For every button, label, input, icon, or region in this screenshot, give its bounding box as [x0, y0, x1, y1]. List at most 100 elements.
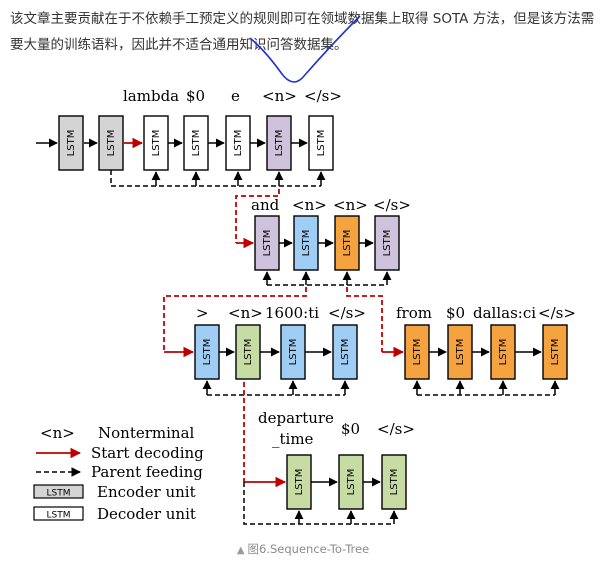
lstm-cell: LSTM	[542, 324, 568, 380]
body-paragraph: 该文章主要贡献在于不依赖手工预定义的规则即可在领域数据集上取得 SOTA 方法，…	[10, 11, 595, 53]
svg-text:LSTM: LSTM	[412, 339, 423, 366]
row1-token-lambda: lambda	[123, 87, 179, 105]
decoder-lstm-cell: LSTM	[308, 115, 334, 171]
row4-tokens: departure _time $0 </s>	[258, 409, 415, 448]
svg-text:LSTM: LSTM	[47, 489, 71, 499]
nonterminal-lstm-cell: LSTM	[334, 215, 360, 271]
row4-cells: LSTM LSTM LSTM	[286, 454, 407, 510]
svg-text:LSTM: LSTM	[382, 230, 393, 257]
lstm-cell: LSTM	[332, 324, 358, 380]
svg-text:</s>: </s>	[538, 304, 576, 322]
svg-text:LSTM: LSTM	[274, 130, 285, 157]
row3-tokens: > <n> 1600:ti </s>	[196, 304, 366, 322]
lstm-cell: LSTM	[280, 324, 306, 380]
svg-text:from: from	[396, 304, 432, 322]
row1-token-e: e	[231, 87, 240, 105]
svg-text:LSTM: LSTM	[191, 130, 202, 157]
triangle-icon: ▲	[236, 545, 245, 556]
row3-start-connector	[163, 287, 307, 352]
lstm-cell: LSTM	[404, 324, 430, 380]
lstm-cell: LSTM	[447, 324, 473, 380]
row2-tokens: and <n> <n> </s>	[251, 196, 411, 214]
row4-parent-feeding	[243, 482, 399, 525]
row2-parent-feeding	[262, 271, 392, 286]
svg-text:LSTM: LSTM	[66, 130, 77, 157]
sequence-to-tree-figure: lambda $0 e <n> </s> LSTM LSTM LSTM LSTM…	[33, 15, 576, 525]
svg-text:1600:ti: 1600:ti	[265, 304, 319, 322]
row1-token-n: <n>	[262, 87, 297, 105]
svg-text:LSTM: LSTM	[342, 230, 353, 257]
legend-encoder-unit-icon	[33, 484, 84, 499]
legend-decoder-unit-icon	[33, 506, 84, 521]
row1-parent-feeding	[110, 170, 326, 187]
svg-text:LSTM: LSTM	[233, 130, 244, 157]
svg-text:$0: $0	[446, 304, 465, 322]
svg-text:LSTM: LSTM	[550, 339, 561, 366]
legend-parent-feeding-label: Parent feeding	[91, 463, 203, 481]
svg-text:departure: departure	[258, 409, 334, 427]
decoder-lstm-cell: LSTM	[143, 115, 169, 171]
svg-text:dallas:ci: dallas:ci	[473, 304, 536, 322]
row1-cells: LSTM LSTM LSTM LSTM LSTM LSTM LSTM	[58, 115, 334, 171]
row3b-cells: LSTM LSTM LSTM LSTM	[404, 324, 568, 380]
svg-text:LSTM: LSTM	[262, 230, 273, 257]
svg-text:_time: _time	[272, 430, 314, 448]
svg-text:<n>: <n>	[228, 304, 263, 322]
svg-text:LSTM: LSTM	[340, 339, 351, 366]
svg-text:LSTM: LSTM	[47, 511, 71, 521]
row3b-tokens: from $0 dallas:ci </s>	[396, 304, 576, 322]
row3b-start-connector	[346, 287, 383, 352]
svg-text:$0: $0	[341, 420, 360, 438]
svg-text:LSTM: LSTM	[301, 230, 312, 257]
lstm-cell: LSTM	[338, 454, 364, 510]
svg-text:>: >	[196, 304, 209, 322]
lstm-cell: LSTM	[194, 324, 220, 380]
svg-text:</s>: </s>	[328, 304, 366, 322]
encoder-lstm-cell: LSTM	[58, 115, 84, 171]
legend: <n> Nonterminal Start decoding Parent fe…	[33, 424, 204, 523]
row2-cells: LSTM LSTM LSTM LSTM	[254, 215, 400, 271]
legend-nonterminal-label: Nonterminal	[98, 424, 195, 442]
svg-text:LSTM: LSTM	[498, 339, 509, 366]
nonterminal-lstm-cell: LSTM	[374, 215, 400, 271]
legend-encoder-unit-label: Encoder unit	[97, 483, 196, 501]
svg-text:LSTM: LSTM	[389, 469, 400, 496]
nonterminal-lstm-cell: LSTM	[254, 215, 280, 271]
svg-text:</s>: </s>	[373, 196, 411, 214]
svg-text:<n>: <n>	[333, 196, 368, 214]
nonterminal-lstm-cell: LSTM	[293, 215, 319, 271]
row1-tokens: lambda $0 e <n> </s>	[123, 87, 342, 105]
row3-cells: LSTM LSTM LSTM LSTM	[194, 324, 358, 380]
decoder-lstm-cell: LSTM	[225, 115, 251, 171]
svg-text:LSTM: LSTM	[151, 130, 162, 157]
lstm-cell: LSTM	[286, 454, 312, 510]
svg-text:LSTM: LSTM	[106, 130, 117, 157]
lstm-cell: LSTM	[490, 324, 516, 380]
svg-text:LSTM: LSTM	[202, 339, 213, 366]
decoder-lstm-cell: LSTM	[183, 115, 209, 171]
svg-text:</s>: </s>	[377, 420, 415, 438]
row3b-parent-feeding	[412, 380, 560, 396]
svg-text:LSTM: LSTM	[455, 339, 466, 366]
nonterminal-lstm-cell: LSTM	[266, 115, 292, 171]
svg-text:LSTM: LSTM	[316, 130, 327, 157]
svg-text:LSTM: LSTM	[243, 339, 254, 366]
nonterminal-lstm-cell: LSTM	[235, 324, 261, 380]
figure-caption-text: 图6.Sequence-To-Tree	[247, 542, 370, 556]
legend-start-decoding-label: Start decoding	[91, 444, 204, 462]
lstm-cell: LSTM	[381, 454, 407, 510]
legend-nonterminal-symbol: <n>	[40, 424, 75, 442]
svg-text:LSTM: LSTM	[346, 469, 357, 496]
encoder-lstm-cell: LSTM	[98, 115, 124, 171]
svg-text:LSTM: LSTM	[288, 339, 299, 366]
svg-text:LSTM: LSTM	[294, 469, 305, 496]
svg-text:<n>: <n>	[292, 196, 327, 214]
row1-token-dollar0: $0	[186, 87, 205, 105]
legend-decoder-unit-label: Decoder unit	[97, 505, 196, 523]
row2-start-connector	[235, 189, 280, 243]
svg-text:and: and	[251, 196, 280, 214]
row1-token-end: </s>	[304, 87, 342, 105]
figure-caption: ▲图6.Sequence-To-Tree	[0, 541, 606, 557]
row3-parent-feeding	[202, 380, 350, 396]
handwritten-check-mark	[249, 15, 361, 83]
